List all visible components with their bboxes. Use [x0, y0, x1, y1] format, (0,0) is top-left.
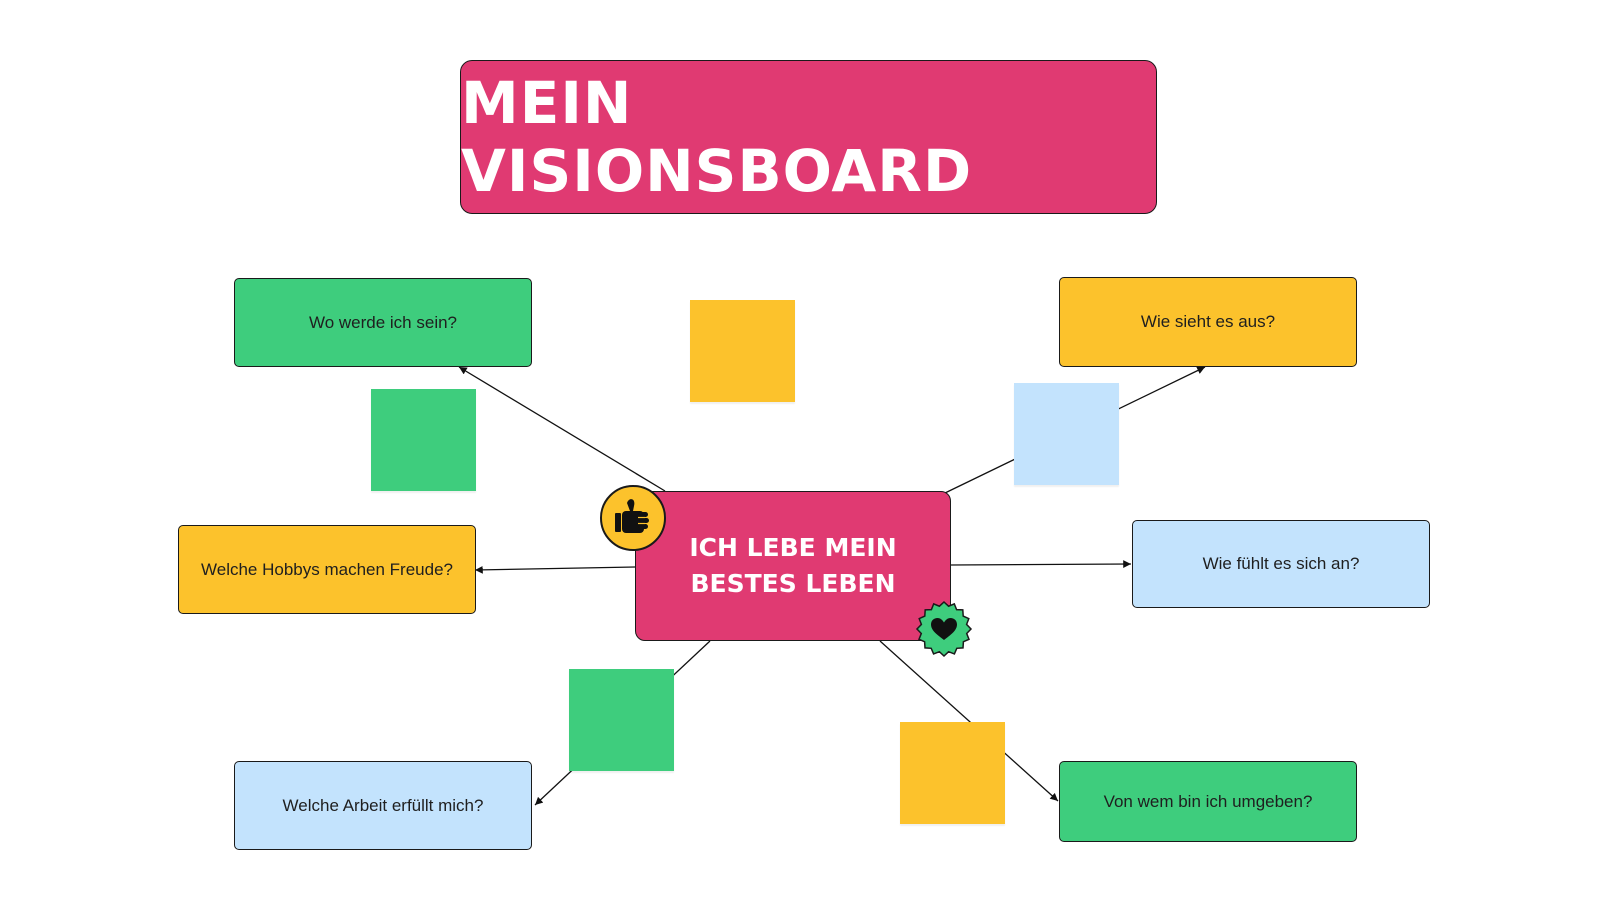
thumbs-up-icon	[600, 485, 666, 551]
node-welche-arbeit[interactable]: Welche Arbeit erfüllt mich?	[234, 761, 532, 850]
node-label: Welche Hobbys machen Freude?	[201, 559, 453, 579]
node-von-wem-umgeben[interactable]: Von wem bin ich umgeben?	[1059, 761, 1357, 842]
central-topic-line-2: BESTES LEBEN	[690, 569, 896, 598]
node-label: Wie fühlt es sich an?	[1202, 554, 1360, 573]
title-banner: MEIN VISIONSBOARD	[460, 60, 1157, 214]
node-wie-fuehlt-es-sich-an[interactable]: Wie fühlt es sich an?	[1132, 520, 1430, 608]
sticky-note-yellow-top[interactable]	[690, 300, 795, 402]
page-title: MEIN VISIONSBOARD	[461, 69, 973, 205]
node-label: Wie sieht es aus?	[1140, 312, 1276, 331]
node-welche-hobbys[interactable]: Welche Hobbys machen Freude?	[178, 525, 476, 614]
connector-to-fuehlt	[950, 560, 1132, 568]
connector-to-hobbys	[474, 565, 636, 574]
sticky-note-green-bottom[interactable]	[569, 669, 674, 771]
node-label: Von wem bin ich umgeben?	[1103, 791, 1313, 811]
connector-to-umgeben	[879, 640, 1059, 802]
sticky-note-blue-right[interactable]	[1014, 383, 1119, 485]
heart-icon	[915, 600, 973, 658]
central-topic-line-1: ICH LEBE MEIN	[689, 533, 897, 562]
connector-to-wo-werde	[458, 366, 666, 492]
node-wie-sieht-es-aus[interactable]: Wie sieht es aus?	[1059, 277, 1357, 367]
node-label: Wo werde ich sein?	[308, 312, 458, 332]
sticky-note-yellow-bottom[interactable]	[900, 722, 1005, 824]
sticky-note-green-left[interactable]	[371, 389, 476, 491]
node-wo-werde-ich-sein[interactable]: Wo werde ich sein?	[234, 278, 532, 367]
node-label: Welche Arbeit erfüllt mich?	[282, 795, 484, 815]
central-topic[interactable]: ICH LEBE MEIN BESTES LEBEN	[635, 491, 951, 641]
